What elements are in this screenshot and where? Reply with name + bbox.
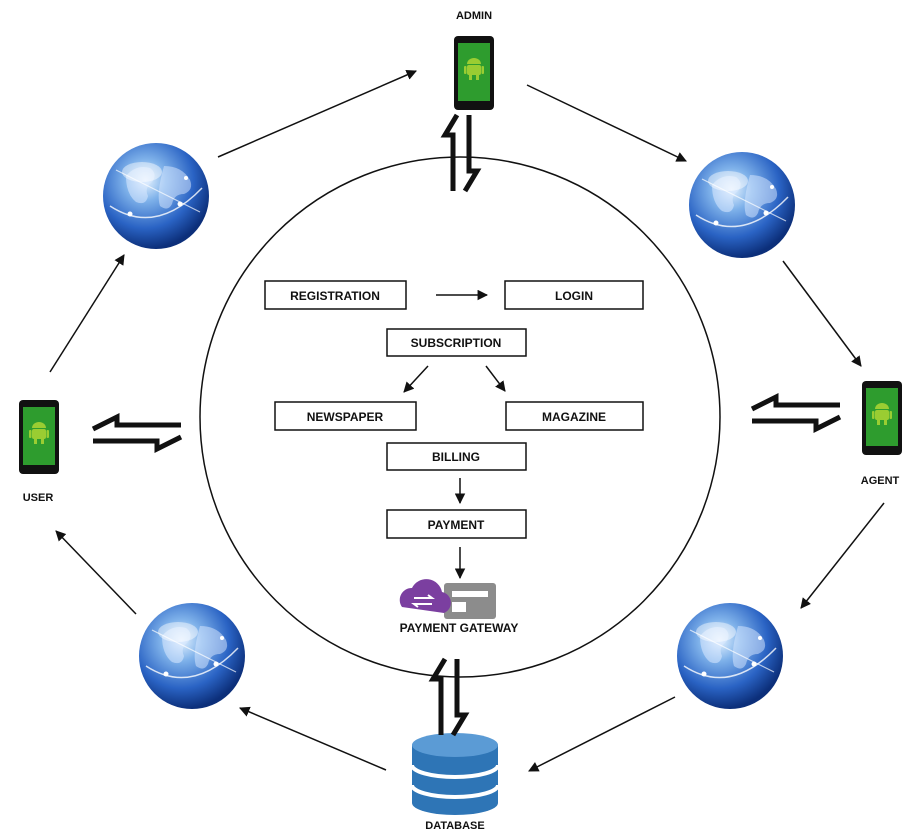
- flow-box-magazine: MAGAZINE: [505, 401, 644, 431]
- database-icon: [410, 733, 500, 815]
- globe-icon: [676, 602, 784, 710]
- magazine-label: MAGAZINE: [542, 410, 606, 424]
- flow-arrows: [403, 289, 506, 580]
- globe-icon: [138, 602, 246, 710]
- payment-label: PAYMENT: [428, 518, 485, 532]
- payment-gateway-icon: [399, 579, 496, 619]
- globe-icon: [688, 151, 796, 259]
- agent-label: AGENT: [861, 475, 900, 487]
- cycle-arrows: [49, 69, 885, 772]
- flow-box-login: LOGIN: [504, 280, 644, 310]
- flow-box-billing: BILLING: [386, 442, 527, 471]
- database-label: DATABASE: [425, 820, 484, 832]
- admin-phone-icon: [454, 36, 494, 110]
- subscription-label: SUBSCRIPTION: [411, 336, 502, 350]
- billing-label: BILLING: [432, 450, 480, 464]
- admin-label: ADMIN: [456, 10, 492, 22]
- process-circle: [199, 156, 721, 678]
- flow-box-registration: REGISTRATION: [264, 280, 407, 310]
- newspaper-label: NEWSPAPER: [307, 410, 384, 424]
- registration-label: REGISTRATION: [290, 289, 380, 303]
- user-double-arrow: [93, 417, 181, 449]
- flow-box-newspaper: NEWSPAPER: [274, 401, 417, 431]
- globe-icon: [102, 142, 210, 250]
- flow-box-subscription: SUBSCRIPTION: [386, 328, 527, 357]
- flow-box-payment: PAYMENT: [386, 509, 527, 539]
- admin-double-arrow: [445, 115, 477, 191]
- user-label: USER: [23, 492, 54, 504]
- agent-phone-icon: [862, 381, 902, 455]
- payment-gateway-label: PAYMENT GATEWAY: [400, 621, 519, 635]
- agent-double-arrow: [752, 397, 840, 429]
- user-phone-icon: [19, 400, 59, 474]
- login-label: LOGIN: [555, 289, 593, 303]
- database-double-arrow: [433, 659, 465, 735]
